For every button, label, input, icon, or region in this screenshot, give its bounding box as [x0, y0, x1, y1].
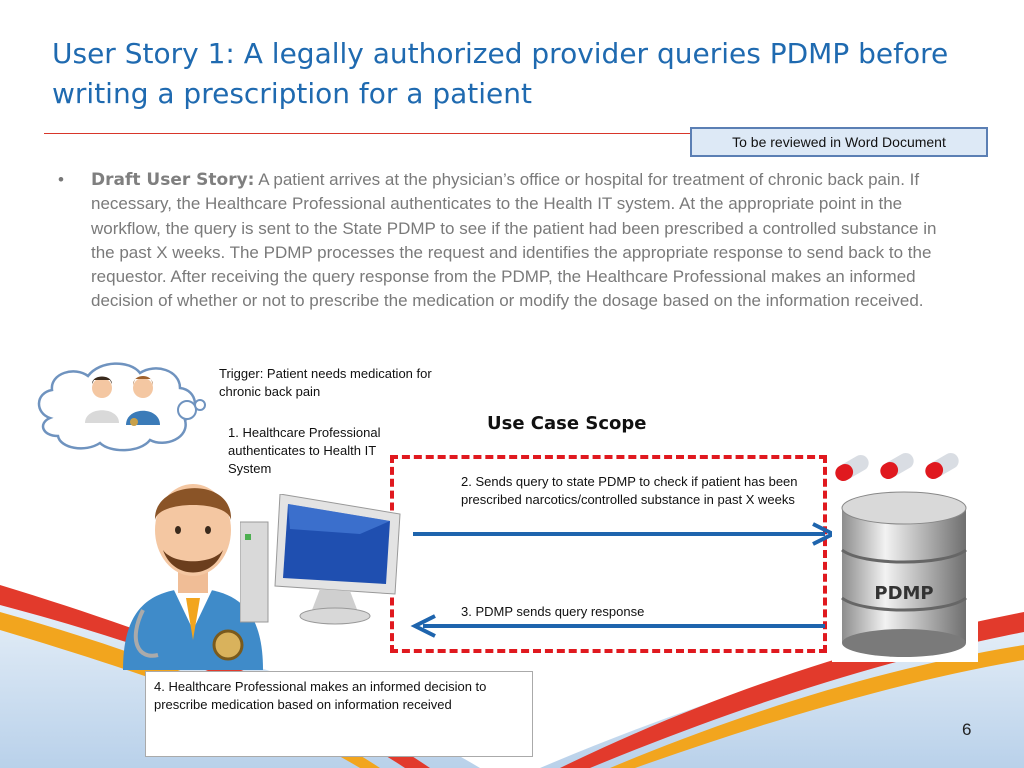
page-number: 6: [962, 720, 972, 739]
story-label: Draft User Story:: [91, 170, 255, 190]
response-arrow: [410, 614, 825, 638]
page-title: User Story 1: A legally authorized provi…: [52, 37, 949, 110]
use-case-scope-title: Use Case Scope: [487, 413, 647, 434]
step-4-label: 4. Healthcare Professional makes an info…: [154, 679, 487, 712]
review-note-box: To be reviewed in Word Document: [690, 127, 988, 157]
bullet-marker: •: [58, 170, 64, 189]
flow-arrows: [410, 522, 838, 638]
story-text: A patient arrives at the physician’s off…: [91, 170, 937, 311]
database-icon: [832, 488, 978, 662]
pills-icon: [835, 453, 959, 481]
step-2-label: 2. Sends query to state PDMP to check if…: [461, 474, 798, 507]
doctor-icon: [123, 484, 263, 670]
doctor-small-icon: [126, 376, 160, 426]
query-arrow: [413, 522, 838, 546]
patient-icon: [85, 376, 119, 423]
step-3-label: 3. PDMP sends query response: [461, 604, 645, 619]
trigger-label: Trigger: Patient needs medication for ch…: [219, 366, 432, 399]
title-divider: [44, 133, 692, 134]
database-label: PDMP: [874, 583, 934, 604]
computer-icon: [240, 494, 401, 625]
step-1-label: 1. Healthcare Professional authenticates…: [228, 425, 381, 476]
thought-cloud-icon: [37, 362, 206, 452]
draft-user-story: Draft User Story: A patient arrives at t…: [91, 168, 961, 314]
step-4-box: 4. Healthcare Professional makes an info…: [145, 671, 533, 757]
